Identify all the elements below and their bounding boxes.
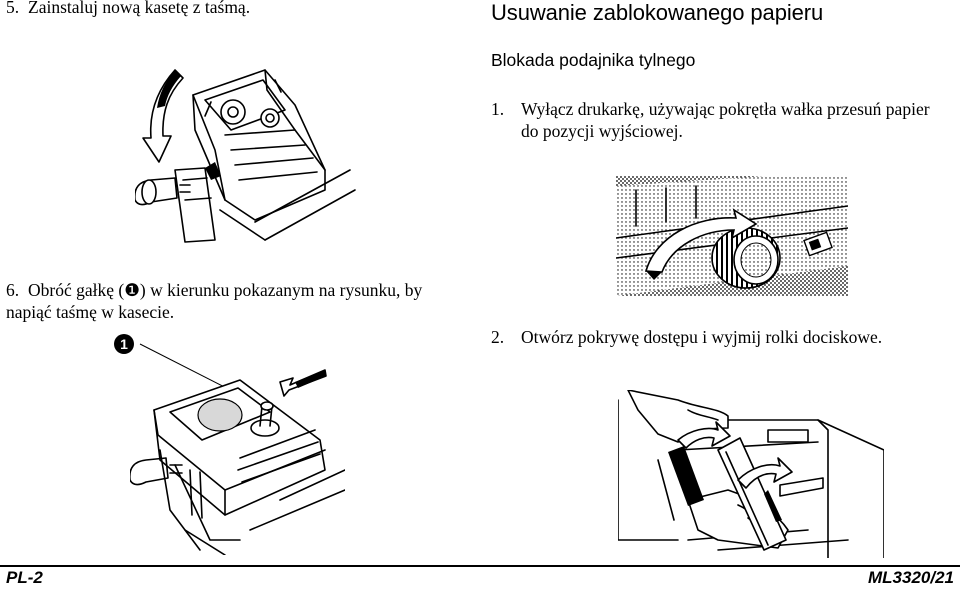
curved-arrow-icon — [644, 208, 758, 273]
ribbon-cassette-install-illustration — [135, 69, 356, 243]
step-5-number: 5. — [6, 0, 20, 17]
step-5-text: Zainstaluj nową kasetę z taśmą. — [28, 0, 251, 17]
step-1-line2: do pozycji wyjściowej. — [521, 121, 683, 141]
step-1-line1: Wyłącz drukarkę, używając pokrętła wałka… — [521, 99, 930, 119]
footer-page-number: PL-2 — [6, 568, 43, 587]
step-2-text: Otwórz pokrywę dostępu i wyjmij rolki do… — [521, 327, 883, 347]
step-2: 2. Otwórz pokrywę dostępu i wyjmij rolki … — [491, 326, 882, 348]
step-1: 1. Wyłącz drukarkę, używając pokrętła wał… — [491, 98, 930, 142]
step-1-number: 1. — [491, 99, 505, 119]
callout-knob: 1 — [114, 334, 134, 354]
subsection-title: Blokada podajnika tylnego — [491, 50, 696, 70]
step-6: 6. Obróć gałkę (❶) w kierunku pokazanym n… — [6, 279, 422, 323]
step-6-line1: Obróć gałkę (❶) w kierunku pokazanym na … — [28, 280, 423, 300]
step-6-line2: napiąć taśmę w kasecie. — [6, 302, 175, 322]
step-5: 5. Zainstaluj nową kasetę z taśmą. — [6, 0, 250, 18]
footer-divider — [0, 565, 960, 567]
ribbon-knob-tension-illustration — [130, 343, 345, 555]
section-title: Usuwanie zablokowanego papieru — [491, 0, 824, 25]
access-cover-illustration — [618, 390, 884, 558]
step-2-number: 2. — [491, 327, 505, 347]
footer-model: ML3320/21 — [868, 568, 954, 587]
platen-knob-illustration — [616, 176, 848, 296]
step-6-number: 6. — [6, 280, 20, 300]
